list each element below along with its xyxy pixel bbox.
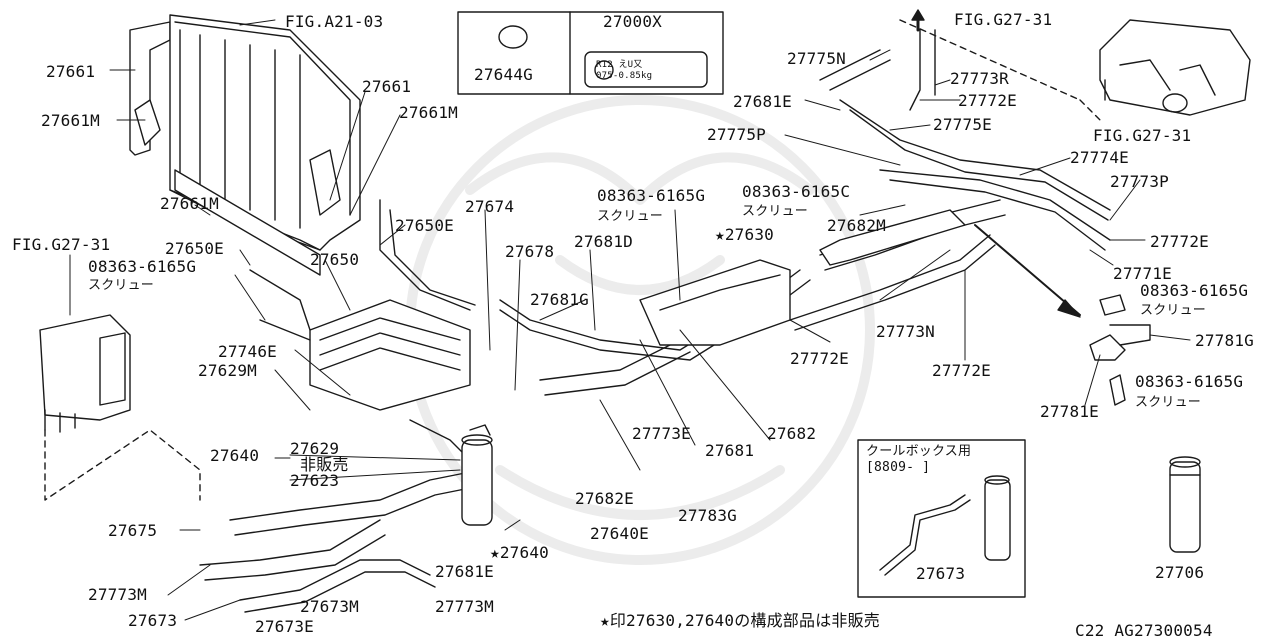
part-27681[interactable]: 27681 (705, 441, 755, 460)
footnote: ★印27630,27640の構成部品は非販売 (600, 611, 880, 630)
part-27772e-c[interactable]: 27772E (958, 91, 1017, 110)
muffler-assembly (639, 209, 966, 346)
refrigerant-tag-line1: R12 えU又 (596, 60, 643, 70)
part-27650e-a[interactable]: 27650E (395, 216, 454, 235)
screw-label-right1: スクリュー (1140, 303, 1207, 318)
part-27650e-b[interactable]: 27650E (165, 239, 224, 258)
part-27775n[interactable]: 27775N (787, 49, 846, 68)
part-27682[interactable]: 27682 (767, 424, 817, 443)
evaporator-core (249, 269, 471, 411)
part-27775e[interactable]: 27775E (933, 115, 992, 134)
label-box (457, 11, 724, 95)
part-08363-6165c[interactable]: 08363-6165C (742, 182, 851, 201)
part-27774e[interactable]: 27774E (1070, 148, 1129, 167)
part-27629[interactable]: 27629 (290, 439, 340, 458)
part-27772e-d[interactable]: 27772E (1150, 232, 1209, 251)
leader-lines (69, 19, 1191, 621)
condenser-assembly (129, 14, 361, 276)
part-27673m[interactable]: 27673M (300, 597, 359, 616)
part-27644g[interactable]: 27644G (474, 65, 533, 84)
receiver-drier-center (461, 424, 493, 526)
part-27681e-b[interactable]: 27681E (733, 92, 792, 111)
part-27781e[interactable]: 27781E (1040, 402, 1099, 421)
right-brackets (974, 224, 1151, 406)
part-27650[interactable]: 27650 (310, 250, 360, 269)
receiver-27706 (1169, 456, 1201, 553)
part-27673-b[interactable]: 27673 (916, 564, 966, 583)
part-27673e[interactable]: 27673E (255, 617, 314, 636)
screw-label-right2: スクリュー (1135, 395, 1202, 410)
part-27773r[interactable]: 27773R (950, 69, 1009, 88)
part-27640e[interactable]: 27640E (590, 524, 649, 543)
not-for-sale-label: 非販売 (300, 455, 349, 474)
part-27773n[interactable]: 27773N (876, 322, 935, 341)
part-27781g[interactable]: 27781G (1195, 331, 1254, 350)
part-08363-6165g-right2[interactable]: 08363-6165G (1135, 372, 1244, 391)
part-27661-a[interactable]: 27661 (46, 62, 96, 81)
part-27746e[interactable]: 27746E (218, 342, 277, 361)
screw-label-mid2: スクリュー (742, 204, 809, 219)
refrigerant-tag-line2: 075-0.85kg (596, 71, 653, 81)
lower-pipe-runs (199, 419, 486, 613)
part-27682e[interactable]: 27682E (575, 489, 634, 508)
part-27681e-a[interactable]: 27681E (435, 562, 494, 581)
screw-label-left: スクリュー (88, 278, 155, 293)
part-27675[interactable]: 27675 (108, 521, 158, 540)
part-27773p[interactable]: 27773P (1110, 172, 1169, 191)
part-27640[interactable]: 27640 (210, 446, 260, 465)
part-27682m[interactable]: 27682M (827, 216, 886, 235)
ref-fig-a21-03[interactable]: FIG.A21-03 (285, 12, 384, 31)
up-arrow (911, 9, 925, 32)
part-27674[interactable]: 27674 (465, 197, 515, 216)
part-27623[interactable]: 27623 (290, 471, 340, 490)
part-27630-star[interactable]: ★27630 (715, 225, 774, 244)
part-27681g[interactable]: 27681G (530, 290, 589, 309)
part-08363-6165g-right1[interactable]: 08363-6165G (1140, 281, 1249, 300)
part-27771e[interactable]: 27771E (1113, 264, 1172, 283)
part-27773m-a[interactable]: 27773M (88, 585, 147, 604)
part-27661m-a[interactable]: 27661M (41, 111, 100, 130)
diagram-code: C22 AG27300054 (1075, 621, 1213, 638)
part-27772e-a[interactable]: 27772E (790, 349, 849, 368)
coolbox-date-range: [8809- ] (866, 460, 931, 475)
part-08363-6165g-mid[interactable]: 08363-6165G (597, 186, 706, 205)
part-08363-6165g-left[interactable]: 08363-6165G (88, 257, 197, 276)
part-27629m[interactable]: 27629M (198, 361, 257, 380)
part-27000x[interactable]: 27000X (603, 12, 662, 31)
coolbox-title: クールボックス用 (866, 444, 972, 459)
ref-fig-g27-31-right[interactable]: FIG.G27-31 (1093, 126, 1192, 145)
ref-fig-g27-31-top[interactable]: FIG.G27-31 (954, 10, 1053, 29)
pipe-runs (379, 19, 1111, 396)
part-27772e-b[interactable]: 27772E (932, 361, 991, 380)
part-27661-b[interactable]: 27661 (362, 77, 412, 96)
coolbox-inset-art (857, 439, 1026, 598)
part-27661m-c[interactable]: 27661M (160, 194, 219, 213)
part-27775p[interactable]: 27775P (707, 125, 766, 144)
part-27773e[interactable]: 27773E (632, 424, 691, 443)
part-27678[interactable]: 27678 (505, 242, 555, 261)
screw-label-mid1: スクリュー (597, 209, 664, 224)
part-27706[interactable]: 27706 (1155, 563, 1205, 582)
part-27681d[interactable]: 27681D (574, 232, 633, 251)
ref-fig-g27-31-left[interactable]: FIG.G27-31 (12, 235, 111, 254)
cooling-unit-left (39, 314, 201, 501)
part-27640-star[interactable]: ★27640 (490, 543, 549, 562)
part-27661m-b[interactable]: 27661M (399, 103, 458, 122)
part-27673-a[interactable]: 27673 (128, 611, 178, 630)
part-27773m-b[interactable]: 27773M (435, 597, 494, 616)
cool-box-right (1099, 19, 1251, 116)
part-27783g[interactable]: 27783G (678, 506, 737, 525)
